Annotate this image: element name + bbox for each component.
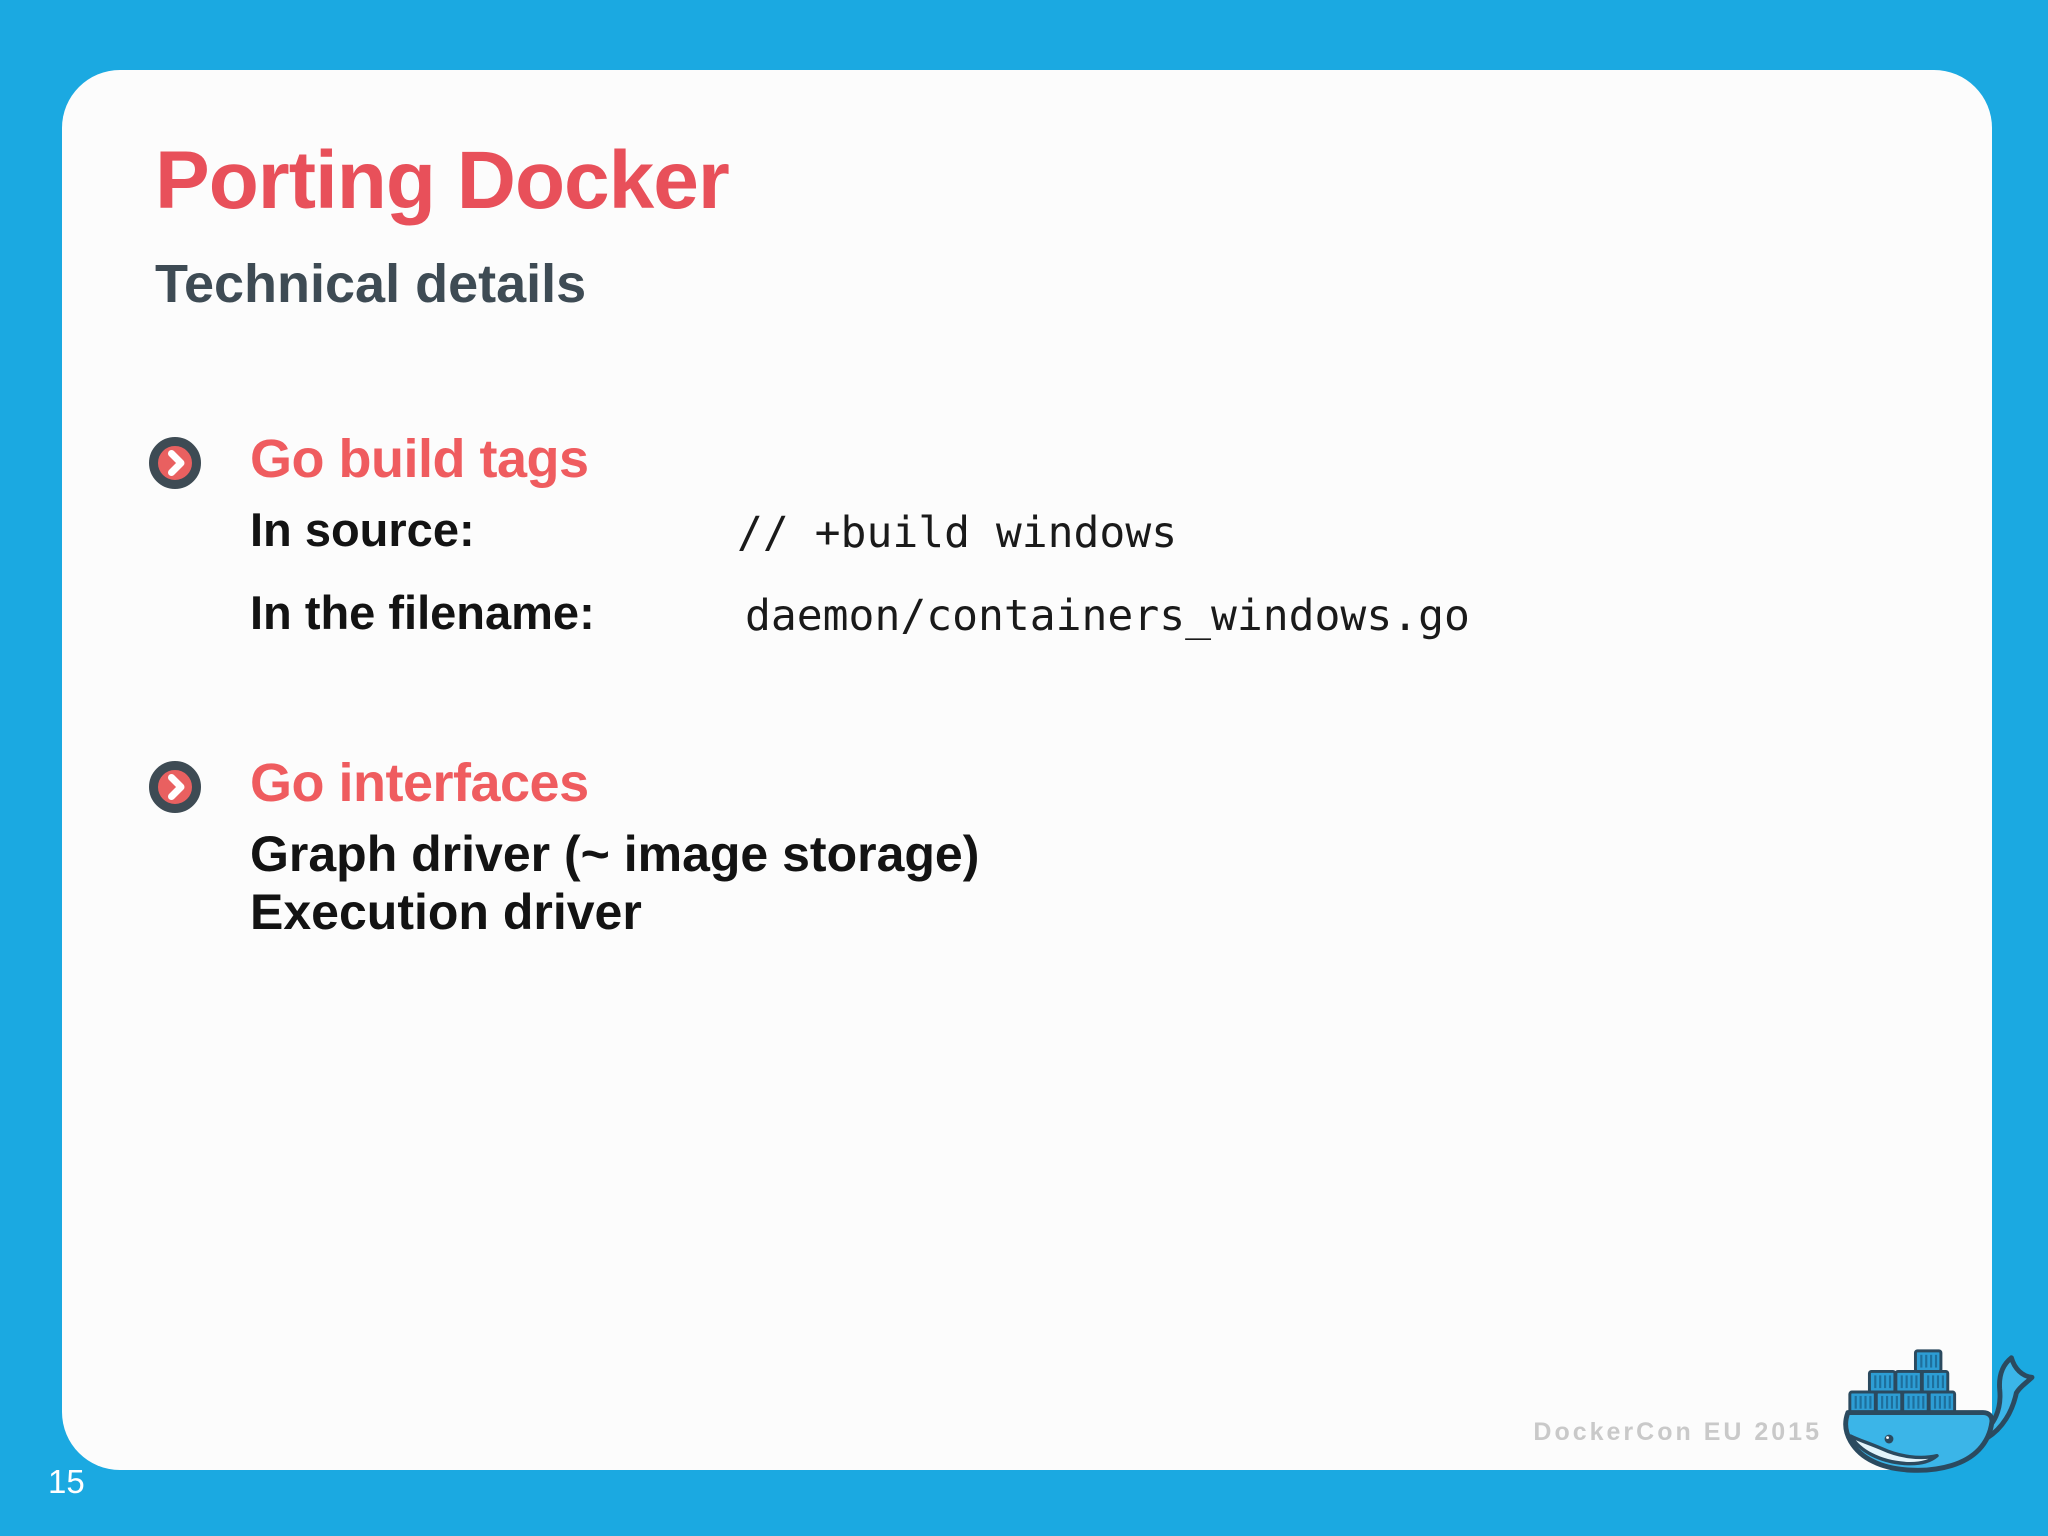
detail-label-in-filename: In the filename:	[250, 586, 595, 639]
page-number: 15	[48, 1463, 85, 1500]
footer-conference-label: DockerCon EU 2015	[1533, 1418, 1822, 1446]
page-title: Porting Docker	[155, 135, 730, 226]
docker-whale-logo	[1843, 1349, 2035, 1473]
code-filename: daemon/containers_windows.go	[745, 591, 1470, 641]
detail-line-graph-driver: Graph driver (~ image storage)	[250, 826, 980, 882]
detail-line-execution-driver: Execution driver	[250, 884, 642, 940]
detail-label-in-source: In source:	[250, 503, 475, 556]
slide-card: Porting Docker Technical details Go buil…	[62, 70, 1992, 1470]
chevron-right-circle-icon	[149, 761, 201, 813]
slide-subtitle: Technical details	[155, 254, 587, 314]
section-heading-go-interfaces: Go interfaces	[250, 753, 589, 813]
section-heading-go-build-tags: Go build tags	[250, 429, 589, 489]
chevron-right-circle-icon	[149, 437, 201, 489]
code-build-tag: // +build windows	[737, 508, 1178, 558]
